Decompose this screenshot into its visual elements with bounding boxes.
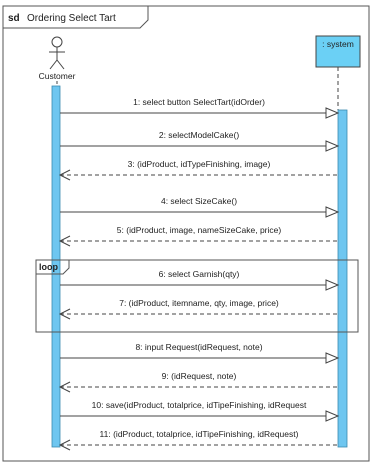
message-label: 1: select button SelectTart(idOrder): [133, 97, 265, 107]
open-arrowhead: [58, 308, 71, 320]
message-label: 5: (idProduct, image, nameSizeCake, pric…: [117, 225, 282, 235]
customer-actor-label: Customer: [39, 71, 76, 81]
frame-border: [2, 5, 370, 462]
loop-fragment-tab: [36, 260, 70, 275]
message-label: 3: (idProduct, idTypeFinishing, image): [128, 159, 271, 169]
system-activation-bar: [337, 109, 348, 448]
open-arrowhead: [58, 381, 71, 393]
frame-title: Ordering Select Tart: [27, 13, 116, 24]
loop-operator-label: loop: [39, 262, 58, 272]
open-arrowhead: [58, 235, 71, 247]
filled-arrowhead: [325, 352, 340, 364]
open-arrowhead: [58, 439, 71, 451]
filled-arrowhead: [325, 279, 340, 291]
message-label: 8: input Request(idRequest, note): [135, 342, 262, 352]
customer-actor-icon: [49, 36, 65, 70]
message-label: 4: select SizeCake(): [161, 196, 237, 206]
customer-activation-bar: [51, 85, 61, 448]
filled-arrowhead: [325, 107, 340, 119]
message-group: 1: select button SelectTart(idOrder) 2: s…: [58, 97, 340, 451]
message-label: 10: save(idProduct, totalprice, idTipeFi…: [92, 400, 307, 410]
filled-arrowhead: [325, 140, 340, 152]
message-label: 2: selectModelCake(): [159, 130, 239, 140]
message-label: 9: (idRequest, note): [162, 371, 237, 381]
message-label: 7: (idProduct, itemname, qty, image, pri…: [119, 298, 279, 308]
system-lifeline-label: : system: [322, 39, 354, 49]
message-label: 11: (idProduct, totalprice, idTipeFinish…: [100, 429, 299, 439]
open-arrowhead: [58, 169, 71, 181]
frame-title-tab: [3, 6, 149, 29]
frame-keyword: sd: [8, 13, 20, 24]
filled-arrowhead: [325, 206, 340, 218]
loop-fragment: [35, 259, 359, 333]
message-label: 6: select Garnish(qty): [159, 269, 240, 279]
filled-arrowhead: [325, 410, 340, 422]
system-lifeline-head: [315, 35, 361, 68]
